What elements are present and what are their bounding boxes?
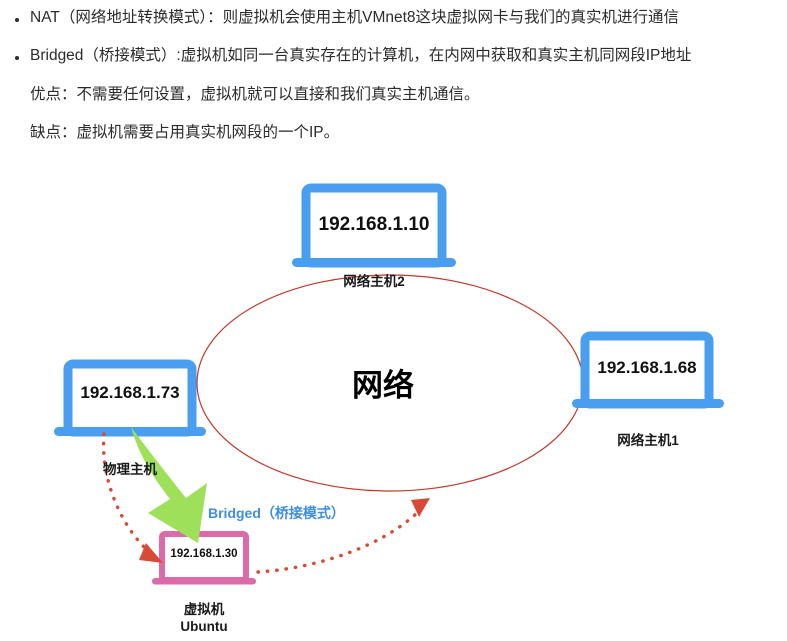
node-label-host1: 网络主机1 — [617, 433, 679, 448]
node-label-vm-line1: 虚拟机 — [183, 602, 225, 617]
bullet-text-bridged: Bridged（桥接模式）:虚拟机如同一台真实存在的计算机，在内网中获取和真实主… — [30, 46, 692, 64]
sub-line-disadvantage: 缺点：虚拟机需要占用真实机网段的一个IP。 — [0, 123, 787, 144]
green-arrow-bridged — [131, 427, 207, 543]
sub-line-advantage: 优点：不需要任何设置，虚拟机就可以直接和我们真实主机通信。 — [0, 85, 787, 106]
ip-label-host1: 192.168.1.68 — [597, 358, 697, 377]
node-label-host2: 网络主机2 — [343, 274, 405, 289]
dotted-arrow-host-to-vm — [101, 432, 163, 563]
notes-text-block: NAT（网络地址转换模式）：则虚拟机会使用主机VMnet8这块虚拟网卡与我们的真… — [0, 0, 787, 144]
node-label-physical-host: 物理主机 — [103, 462, 157, 477]
ip-label-host2: 192.168.1.10 — [318, 214, 430, 235]
ip-label-vm: 192.168.1.30 — [170, 548, 238, 560]
ip-label-physical-host: 192.168.1.73 — [80, 383, 180, 402]
bullet-item-bridged: Bridged（桥接模式）:虚拟机如同一台真实存在的计算机，在内网中获取和真实主… — [0, 46, 787, 67]
node-label-vm-line2: Ubuntu — [180, 619, 228, 634]
sub-line-disadvantage-text: 缺点：虚拟机需要占用真实机网段的一个IP。 — [30, 123, 340, 141]
bridged-mode-annotation: Bridged（桥接模式） — [208, 505, 345, 521]
bullet-text-nat: NAT（网络地址转换模式）：则虚拟机会使用主机VMnet8这块虚拟网卡与我们的真… — [30, 9, 680, 26]
bullet-item-nat: NAT（网络地址转换模式）：则虚拟机会使用主机VMnet8这块虚拟网卡与我们的真… — [0, 8, 787, 29]
network-center-label: 网络 — [352, 368, 414, 403]
sub-line-advantage-text: 优点：不需要任何设置，虚拟机就可以直接和我们真实主机通信。 — [30, 85, 480, 103]
bullet-marker-icon — [15, 17, 19, 22]
bullet-marker-icon — [15, 55, 19, 60]
